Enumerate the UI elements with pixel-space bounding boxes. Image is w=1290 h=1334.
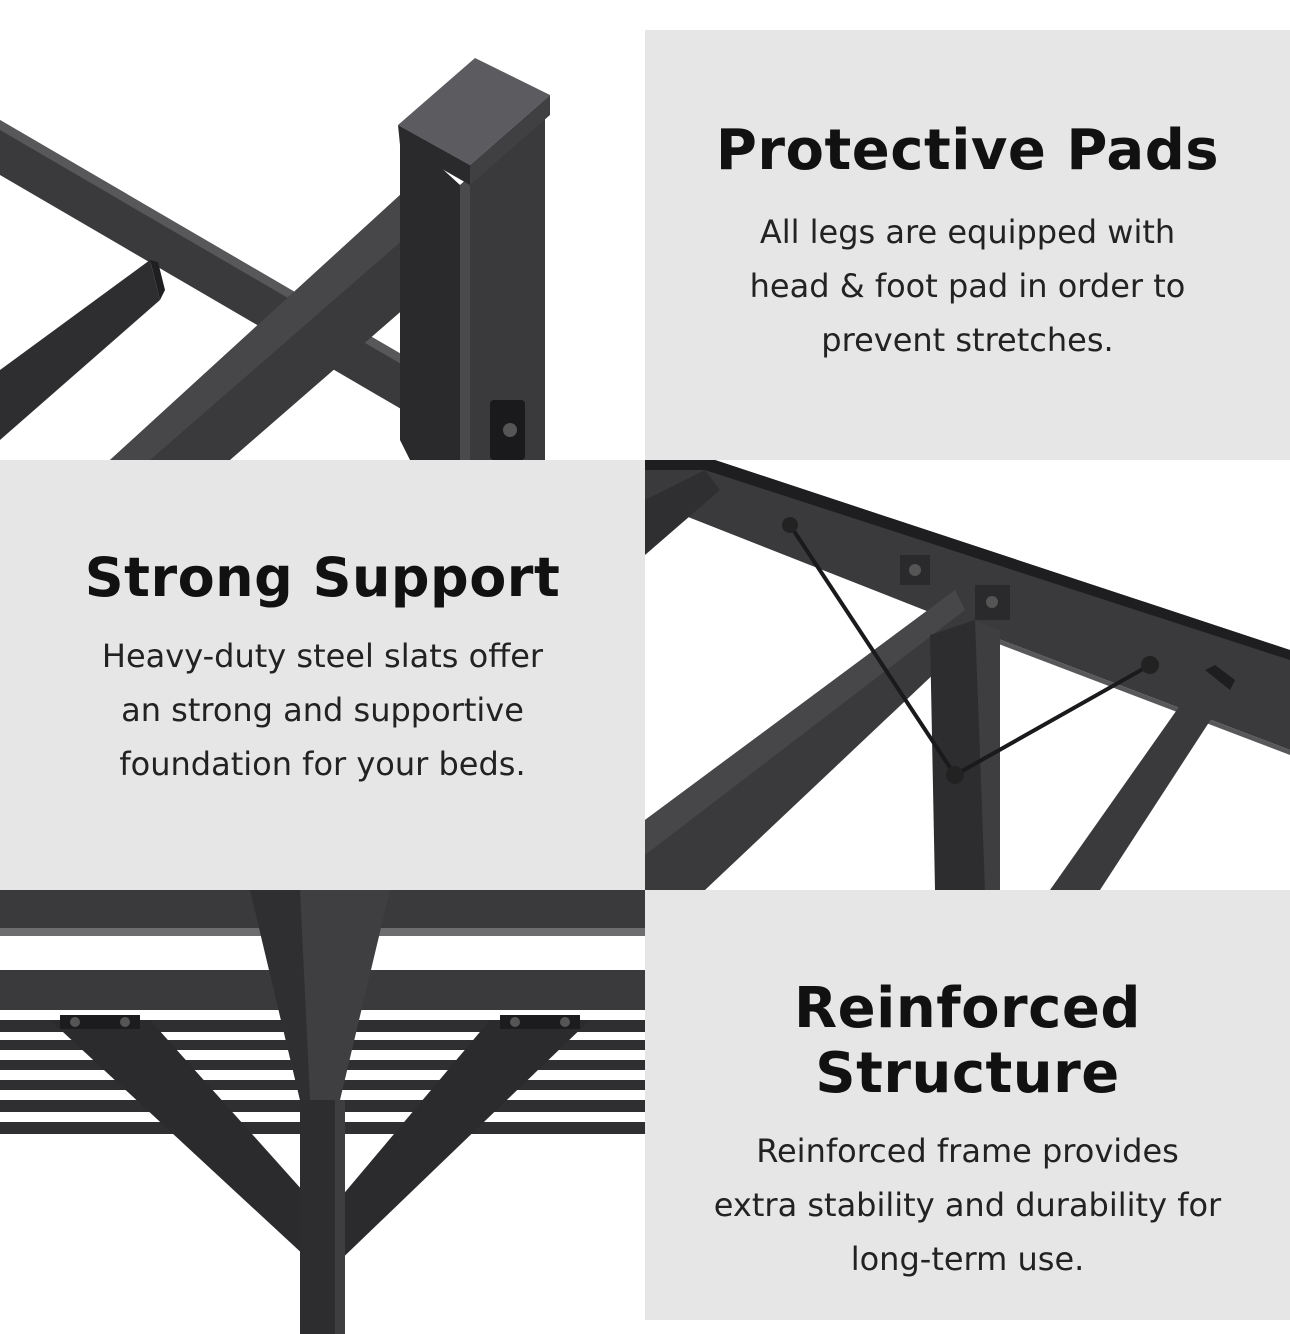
description-line: Reinforced frame provides: [756, 1132, 1179, 1170]
description-line: foundation for your beds.: [119, 745, 526, 783]
panel-title: Strong Support: [84, 546, 561, 609]
description-line: All legs are equipped with: [759, 213, 1176, 251]
strong-support-panel: Strong Support Heavy-duty steel slats of…: [0, 460, 645, 890]
bed-leg-pad-photo: [0, 0, 645, 460]
protective-pads-panel: Protective Pads All legs are equipped wi…: [645, 30, 1290, 460]
reinforced-structure-panel: Reinforced Structure Reinforced frame pr…: [645, 890, 1290, 1320]
description-line: an strong and supportive: [121, 691, 524, 729]
description-line: head & foot pad in order to: [749, 267, 1186, 305]
panel-title: Protective Pads: [715, 118, 1220, 183]
panel-description: All legs are equipped with head & foot p…: [645, 205, 1290, 367]
bed-joint-bracket-photo: [645, 460, 1290, 890]
description-line: Heavy-duty steel slats offer: [101, 637, 544, 675]
panel-description: Reinforced frame provides extra stabilit…: [645, 1124, 1290, 1286]
bed-leg-reinforcement-photo: [0, 890, 645, 1334]
description-line: extra stability and durability for: [713, 1186, 1222, 1224]
description-line: prevent stretches.: [821, 321, 1114, 359]
panel-description: Heavy-duty steel slats offer an strong a…: [0, 629, 645, 791]
panel-title: Reinforced Structure: [794, 976, 1141, 1106]
description-line: long-term use.: [850, 1240, 1085, 1278]
